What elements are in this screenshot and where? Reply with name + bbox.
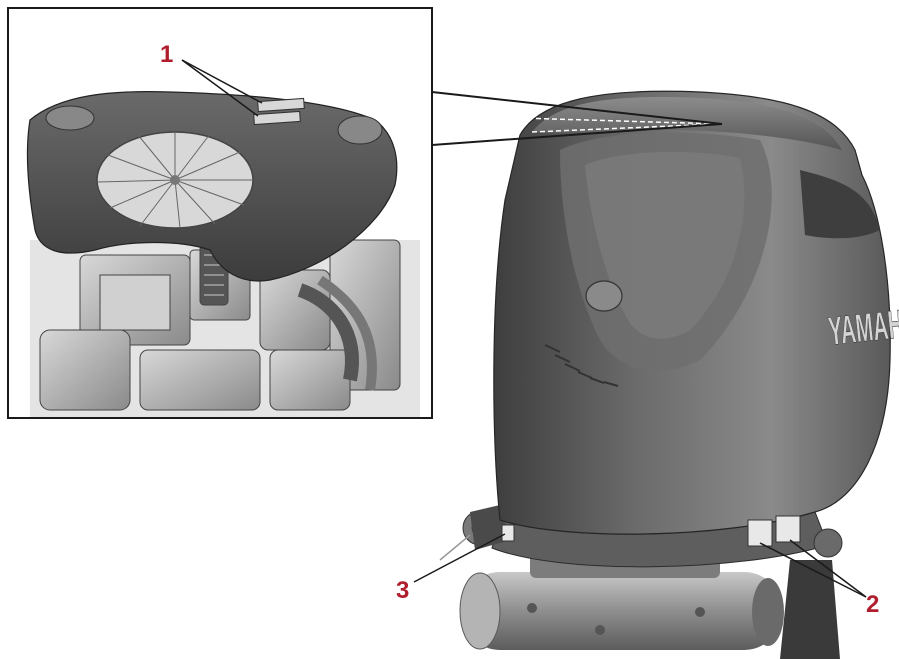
label-1b [253, 110, 301, 126]
right-bracket [813, 528, 843, 558]
cowling-emblem-button [585, 280, 623, 312]
label-2a [747, 519, 773, 547]
inset-connector-lines [431, 91, 723, 146]
engine-internals [39, 239, 401, 411]
callout-1: 1 [160, 41, 263, 117]
outboard-motor: YAMAHA [439, 90, 899, 659]
label-3 [501, 524, 515, 542]
cowling-vents [544, 344, 619, 387]
callout-label-2: 2 [866, 591, 879, 618]
label-2b [775, 515, 801, 543]
callout-2: 2 [759, 539, 879, 618]
cowling-top-dome [532, 97, 842, 150]
label-1a [257, 97, 305, 113]
callout-3: 3 [396, 533, 506, 604]
brand-logo-text: YAMAHA [826, 301, 899, 354]
lower-leg [780, 560, 840, 659]
callout-label-3: 3 [396, 577, 409, 604]
engine-detail-inset [7, 7, 433, 419]
callout-label-1: 1 [160, 41, 173, 68]
air-intake-disc [96, 131, 254, 229]
